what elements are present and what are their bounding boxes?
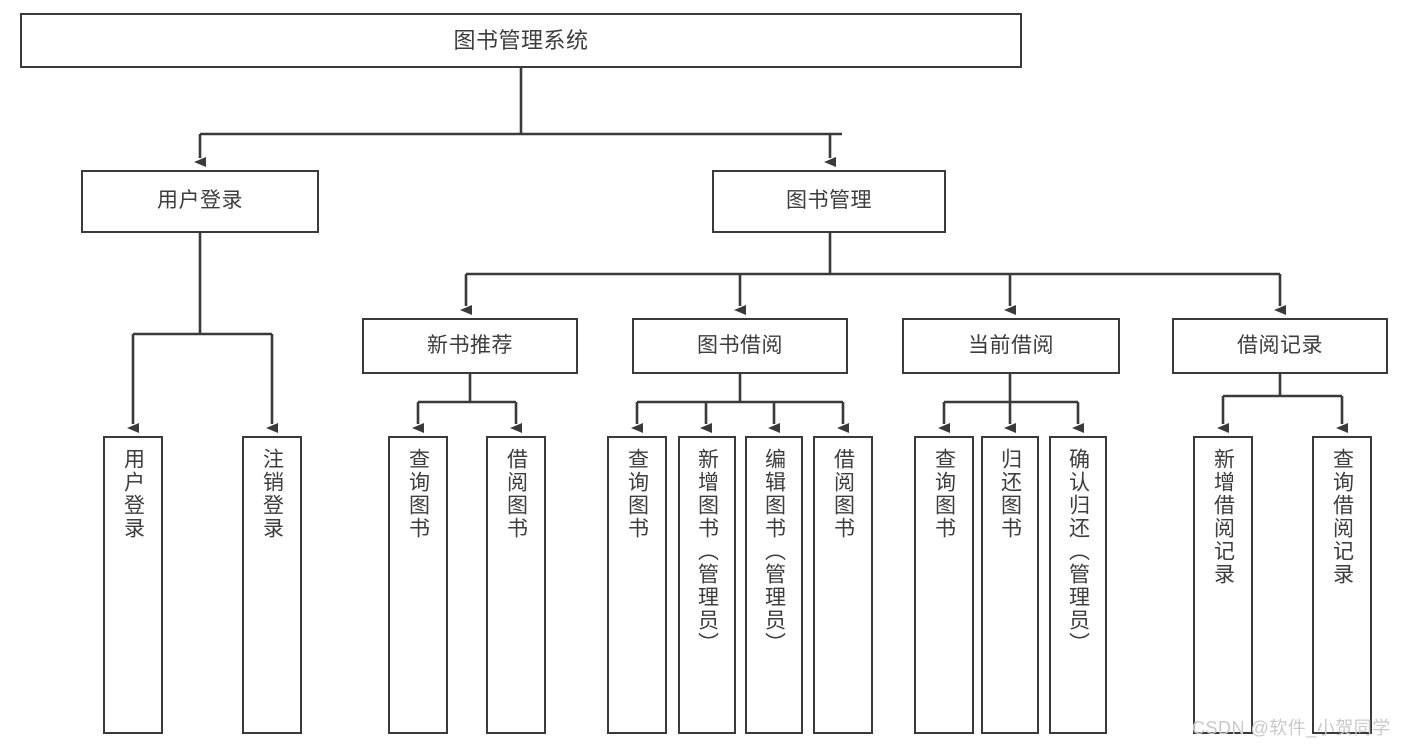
node-label: 新书推荐 — [427, 333, 513, 357]
leaf-borrow-edit-book-admin[interactable]: 编辑图书（管理员） — [745, 436, 803, 734]
node-label: 新增图书（管理员） — [695, 448, 719, 655]
node-label: 借阅图书 — [504, 448, 528, 540]
node-label: 用户登录 — [121, 448, 145, 540]
node-label: 归还图书 — [998, 448, 1022, 540]
csdn-watermark: CSDN @软件_小贺同学 — [1192, 718, 1391, 738]
node-label: 查询图书 — [625, 448, 649, 540]
leaf-borrow-borrow-book[interactable]: 借阅图书 — [813, 436, 873, 734]
node-label: 当前借阅 — [968, 333, 1054, 357]
leaf-new-book-borrow[interactable]: 借阅图书 — [486, 436, 546, 734]
node-current-borrow[interactable]: 当前借阅 — [902, 318, 1120, 374]
node-book-borrow[interactable]: 图书借阅 — [632, 318, 848, 374]
node-label: 查询图书 — [406, 448, 430, 540]
leaf-current-query-book[interactable]: 查询图书 — [914, 436, 974, 734]
node-label: 编辑图书（管理员） — [762, 448, 786, 655]
node-label: 用户登录 — [157, 189, 243, 213]
leaf-borrow-query-book[interactable]: 查询图书 — [607, 436, 667, 734]
leaf-record-query-record[interactable]: 查询借阅记录 — [1312, 436, 1372, 734]
node-root-system[interactable]: 图书管理系统 — [20, 13, 1022, 68]
node-label: 图书借阅 — [697, 333, 783, 357]
node-label: 确认归还（管理员） — [1066, 448, 1090, 655]
leaf-user-login-login[interactable]: 用户登录 — [103, 436, 163, 734]
leaf-borrow-add-book-admin[interactable]: 新增图书（管理员） — [678, 436, 736, 734]
node-label: 图书管理系统 — [453, 27, 589, 53]
node-label: 注销登录 — [260, 448, 284, 540]
leaf-current-return-book[interactable]: 归还图书 — [981, 436, 1039, 734]
leaf-current-confirm-return-admin[interactable]: 确认归还（管理员） — [1049, 436, 1107, 734]
node-user-login[interactable]: 用户登录 — [81, 170, 319, 233]
node-label: 图书管理 — [786, 189, 872, 213]
node-label: 借阅记录 — [1237, 333, 1323, 357]
node-label: 新增借阅记录 — [1211, 448, 1235, 586]
node-label: 借阅图书 — [831, 448, 855, 540]
node-label: 查询图书 — [932, 448, 956, 540]
leaf-user-login-logout[interactable]: 注销登录 — [242, 436, 302, 734]
node-label: 查询借阅记录 — [1330, 448, 1354, 586]
node-borrow-record[interactable]: 借阅记录 — [1172, 318, 1388, 374]
node-new-book-recommend[interactable]: 新书推荐 — [362, 318, 578, 374]
leaf-record-add-record[interactable]: 新增借阅记录 — [1193, 436, 1253, 734]
node-book-management[interactable]: 图书管理 — [712, 170, 946, 233]
leaf-new-book-query[interactable]: 查询图书 — [388, 436, 448, 734]
